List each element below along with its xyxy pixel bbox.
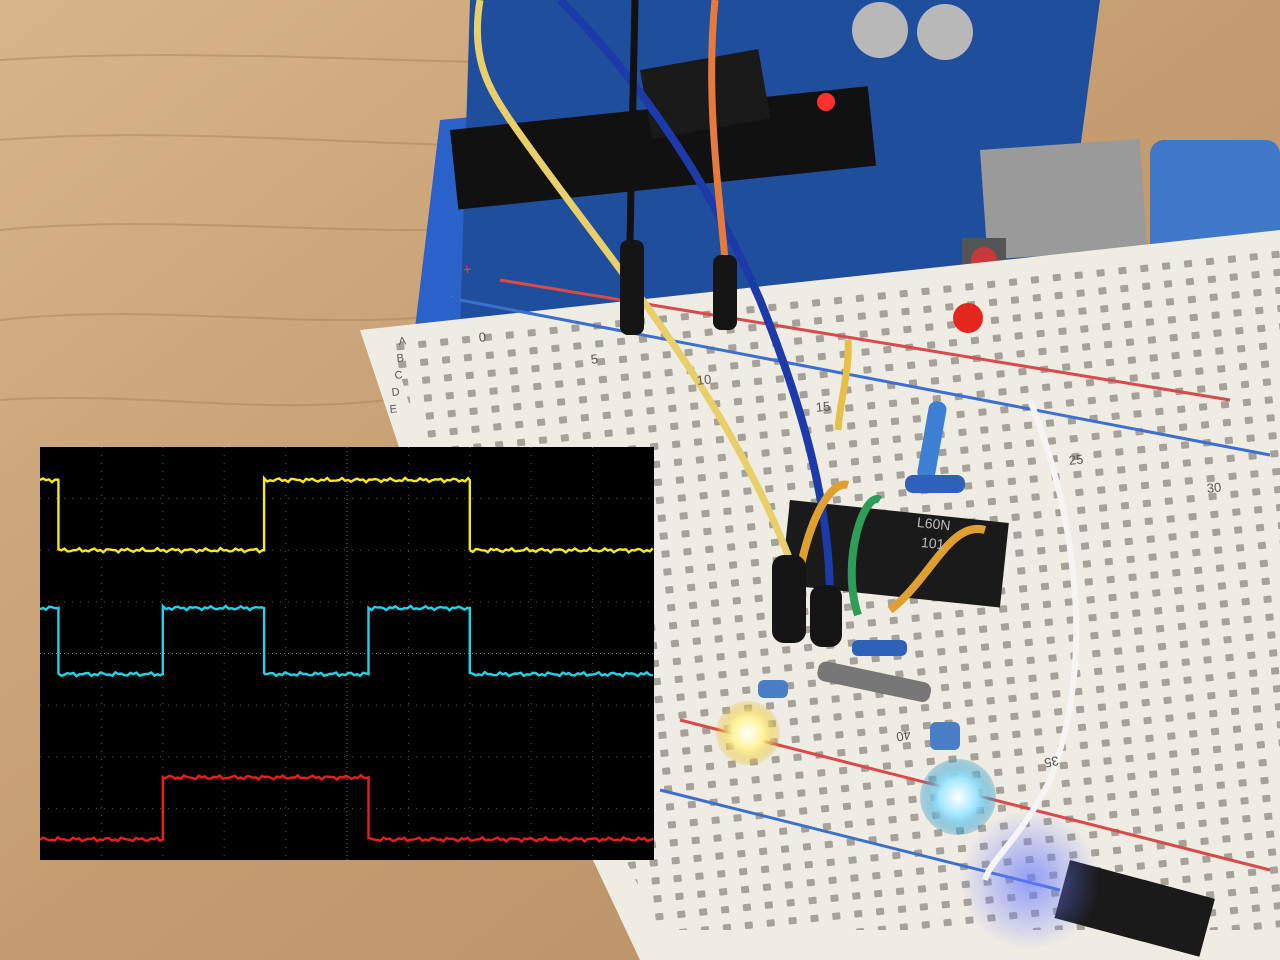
- orange-jumper-left: [796, 480, 850, 571]
- trace-3: [40, 773, 654, 844]
- breadboard-row-d: D: [391, 386, 401, 399]
- breadboard-row-e: E: [389, 403, 398, 416]
- red-led: [953, 303, 983, 333]
- yellow-led: [716, 701, 780, 765]
- rail-plus-label: +: [462, 261, 473, 279]
- oscilloscope-grid: [40, 447, 654, 860]
- logic-chip: [781, 500, 1009, 608]
- oscilloscope-inset: [40, 447, 654, 860]
- breadboard-col-15: 15: [815, 398, 831, 415]
- breadboard-col-35: 35: [1043, 753, 1060, 771]
- arduino-red-led: [817, 93, 835, 111]
- wire-plug-black: [620, 240, 644, 335]
- oscilloscope-screen: [40, 447, 654, 860]
- green-jumper: [847, 495, 883, 617]
- yellow-wire: [473, 0, 794, 562]
- breadboard-col-5: 5: [590, 351, 599, 367]
- resistor-vertical: [917, 401, 947, 481]
- breadboard-row-c: C: [394, 369, 404, 382]
- short-yellow-wire: [834, 339, 852, 431]
- microcontroller-chip: [640, 49, 771, 139]
- wire-plug-right: [810, 585, 842, 647]
- orange-jumper-right: [887, 524, 987, 614]
- white-wire: [982, 398, 1080, 881]
- breadboard-col-0: 0: [478, 329, 487, 345]
- chip-marking-bottom: 101: [920, 534, 946, 553]
- jumper-short-blue: [852, 640, 907, 656]
- capacitor-left: [852, 2, 908, 58]
- capacitor-right: [917, 4, 973, 60]
- breadboard-row-a: A: [398, 335, 407, 348]
- resistor-blue-led: [930, 722, 960, 750]
- breadboard-col-10: 10: [696, 371, 712, 388]
- breadboard-col-30: 30: [1206, 479, 1222, 496]
- breadboard-col-40: 40: [895, 727, 912, 745]
- jumper-gray: [817, 661, 931, 702]
- blue-glow: [960, 810, 1100, 950]
- black-wire: [626, 0, 639, 241]
- trace-1: [40, 475, 654, 555]
- breadboard-row-b: B: [396, 352, 405, 365]
- orange-wire: [708, 0, 729, 261]
- trace-2: [40, 603, 653, 678]
- usb-port: [980, 138, 1148, 260]
- top-blue-rail: [459, 298, 1271, 457]
- chip-marking-top: L60N: [916, 514, 952, 534]
- wire-plug-left: [772, 555, 806, 643]
- blue-led: [920, 759, 996, 835]
- breadboard-col-25: 25: [1068, 451, 1084, 468]
- oscilloscope-traces: [40, 475, 654, 844]
- resistor-yellow-led: [758, 680, 788, 698]
- wire-plug-orange: [713, 255, 737, 330]
- resistor-flat: [905, 475, 965, 493]
